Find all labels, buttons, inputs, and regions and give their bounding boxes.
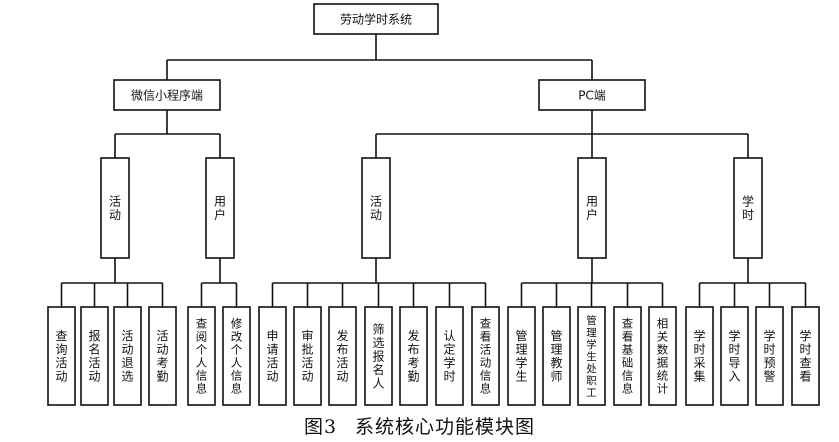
function-label: 活动退选 — [121, 329, 133, 384]
root-node: 劳动学时系统 — [313, 3, 439, 35]
function-node: 查看活动信息 — [471, 306, 500, 406]
function-node: 学时导入 — [720, 306, 749, 406]
function-label: 查询活动 — [55, 329, 67, 384]
function-label: 查看活动信息 — [480, 317, 492, 396]
function-node: 学时采集 — [685, 306, 714, 406]
function-label: 管理教师 — [550, 328, 562, 384]
caption-number: 图3 — [303, 416, 338, 438]
function-node: 发布考勤 — [399, 306, 428, 406]
function-label: 审批活动 — [301, 328, 313, 384]
function-node: 报名活动 — [80, 306, 109, 406]
module-label: 用户 — [214, 195, 226, 223]
module-node: 活动 — [361, 157, 391, 259]
function-label: 学时查看 — [799, 328, 811, 384]
function-label: 学时预警 — [763, 328, 775, 384]
function-label: 管理学生处职工 — [586, 314, 597, 399]
function-label: 修改个人信息 — [231, 317, 243, 396]
function-node: 发布活动 — [328, 306, 357, 406]
module-label: 活动 — [109, 195, 121, 223]
function-label: 活动考勤 — [156, 329, 168, 384]
module-label: 用户 — [586, 195, 598, 223]
function-node: 学时预警 — [755, 306, 784, 406]
function-node: 管理学生处职工 — [577, 306, 606, 406]
module-node: 学时 — [733, 157, 763, 259]
platform-node: 微信小程序端 — [113, 79, 221, 111]
caption-title: 系统核心功能模块图 — [355, 416, 536, 438]
function-node: 活动考勤 — [148, 306, 177, 406]
module-node: 活动 — [100, 157, 130, 259]
module-label: 活动 — [370, 195, 382, 223]
function-label: 学时采集 — [693, 328, 705, 384]
function-label: 查看基础信息 — [622, 317, 634, 396]
function-node: 申请活动 — [258, 306, 287, 406]
function-node: 查阅个人信息 — [187, 306, 216, 406]
function-label: 发布活动 — [336, 328, 348, 384]
function-node: 修改个人信息 — [222, 306, 251, 406]
function-label: 学时导入 — [728, 328, 740, 384]
platform-label: 微信小程序端 — [131, 87, 203, 102]
platform-node: PC端 — [538, 79, 646, 111]
function-node: 查看基础信息 — [613, 306, 642, 406]
function-node: 活动退选 — [113, 306, 142, 406]
function-label: 报名活动 — [88, 328, 100, 384]
function-label: 筛选报名人 — [372, 321, 384, 390]
function-node: 审批活动 — [293, 306, 322, 406]
function-node: 管理教师 — [542, 306, 571, 406]
function-label: 发布考勤 — [407, 328, 419, 384]
module-label: 学时 — [742, 194, 754, 223]
function-node: 学时查看 — [791, 306, 820, 406]
function-node: 查询活动 — [47, 306, 76, 406]
function-node: 认定学时 — [435, 306, 464, 406]
function-label: 管理学生 — [515, 328, 527, 384]
figure-caption: 图3 系统核心功能模块图 — [0, 412, 839, 439]
module-node: 用户 — [577, 157, 607, 259]
function-label: 认定学时 — [443, 329, 455, 384]
module-node: 用户 — [205, 157, 235, 259]
platform-label: PC端 — [578, 88, 606, 102]
function-node: 筛选报名人 — [364, 306, 393, 406]
function-label: 申请活动 — [266, 329, 278, 384]
function-node: 管理学生 — [507, 306, 536, 406]
root-label: 劳动学时系统 — [340, 11, 412, 26]
function-label: 相关数据统计 — [657, 317, 669, 396]
function-node: 相关数据统计 — [648, 306, 677, 406]
function-label: 查阅个人信息 — [196, 317, 208, 396]
